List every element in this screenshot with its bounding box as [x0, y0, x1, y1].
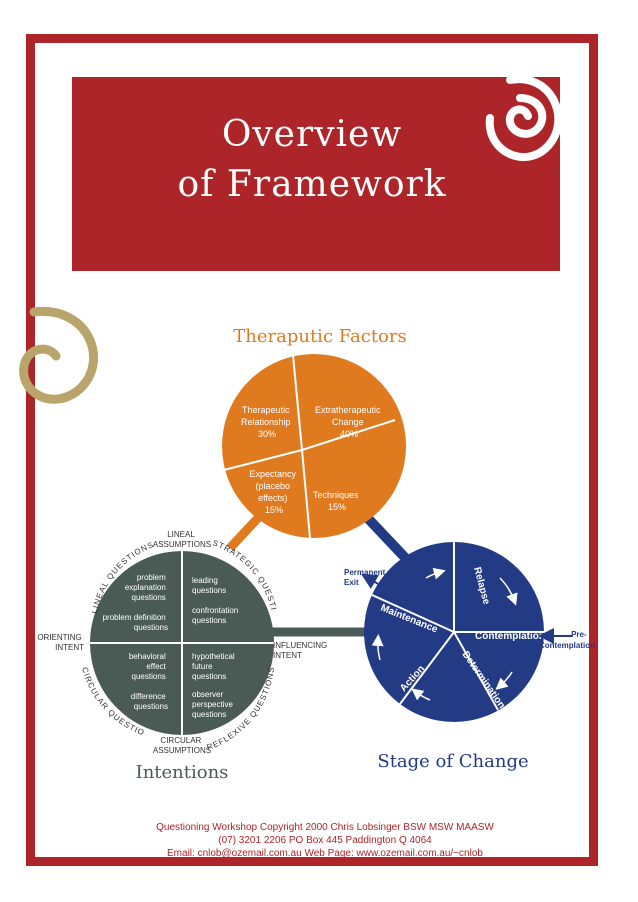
quadrant-top-left: problem explanation questions problem de… — [103, 573, 168, 632]
title-line-1: Overview — [221, 114, 403, 155]
arc-strategic-questions: STRATEGIC QUESTIONS — [0, 0, 278, 612]
footer-contact: Email: cnlob@ozemail.com.au Web Page: ww… — [167, 848, 483, 859]
page-border — [26, 34, 598, 866]
therapeutic-heading: Theraputic Factors — [233, 326, 407, 347]
spiral-icon-white — [485, 75, 563, 161]
permanent-exit-label: Permanent Exit — [344, 568, 388, 587]
orienting-intent-label: ORIENTING INTENT — [37, 633, 84, 652]
slice-extratherapeutic-change: Extratherapeutic Change 40% — [315, 405, 383, 439]
quadrant-bottom-right: hypothetical future questions observer p… — [192, 652, 237, 719]
spiral-icon-tan — [19, 307, 98, 404]
circular-assumptions-label: CIRCULAR ASSUMPTIONS — [153, 736, 211, 755]
slice-techniques: Techniques 15% — [313, 490, 361, 512]
footer: Questioning Workshop Copyright 2000 Chri… — [100, 821, 550, 860]
footer-copyright: Questioning Workshop Copyright 2000 Chri… — [156, 822, 494, 833]
title-banner — [72, 77, 560, 271]
pre-contemplation-label: Pre- Contemplation — [539, 630, 595, 650]
page-title: Overview of Framework — [72, 110, 552, 211]
stages-dividers — [371, 542, 544, 711]
connector-intentions-factors — [226, 514, 262, 552]
footer-address: (07) 3201 2206 PO Box 445 Paddington Q 4… — [218, 835, 432, 846]
slice-expectancy: Expectancy (placebo effects) 15% — [249, 469, 298, 515]
quadrant-bottom-left: behavioral effect questions difference q… — [129, 652, 168, 711]
intentions-heading: Intentions — [136, 762, 229, 783]
slice-therapeutic-relationship: Therapeutic Relationship 30% — [241, 405, 293, 439]
stages-cycle-arrows — [371, 567, 518, 701]
pie-dividers — [223, 354, 396, 539]
quadrant-top-right: leading questions confrontation question… — [192, 576, 241, 625]
stages-heading: Stage of Change — [377, 751, 528, 772]
title-line-2: of Framework — [177, 164, 447, 206]
lineal-assumptions-label: LINEAL ASSUMPTIONS — [153, 530, 211, 549]
permanent-exit-arrow — [361, 573, 403, 599]
influencing-intent-label: INFLUENCING INTENT — [273, 641, 329, 660]
stage-contemplation: Contemplation — [475, 631, 545, 642]
